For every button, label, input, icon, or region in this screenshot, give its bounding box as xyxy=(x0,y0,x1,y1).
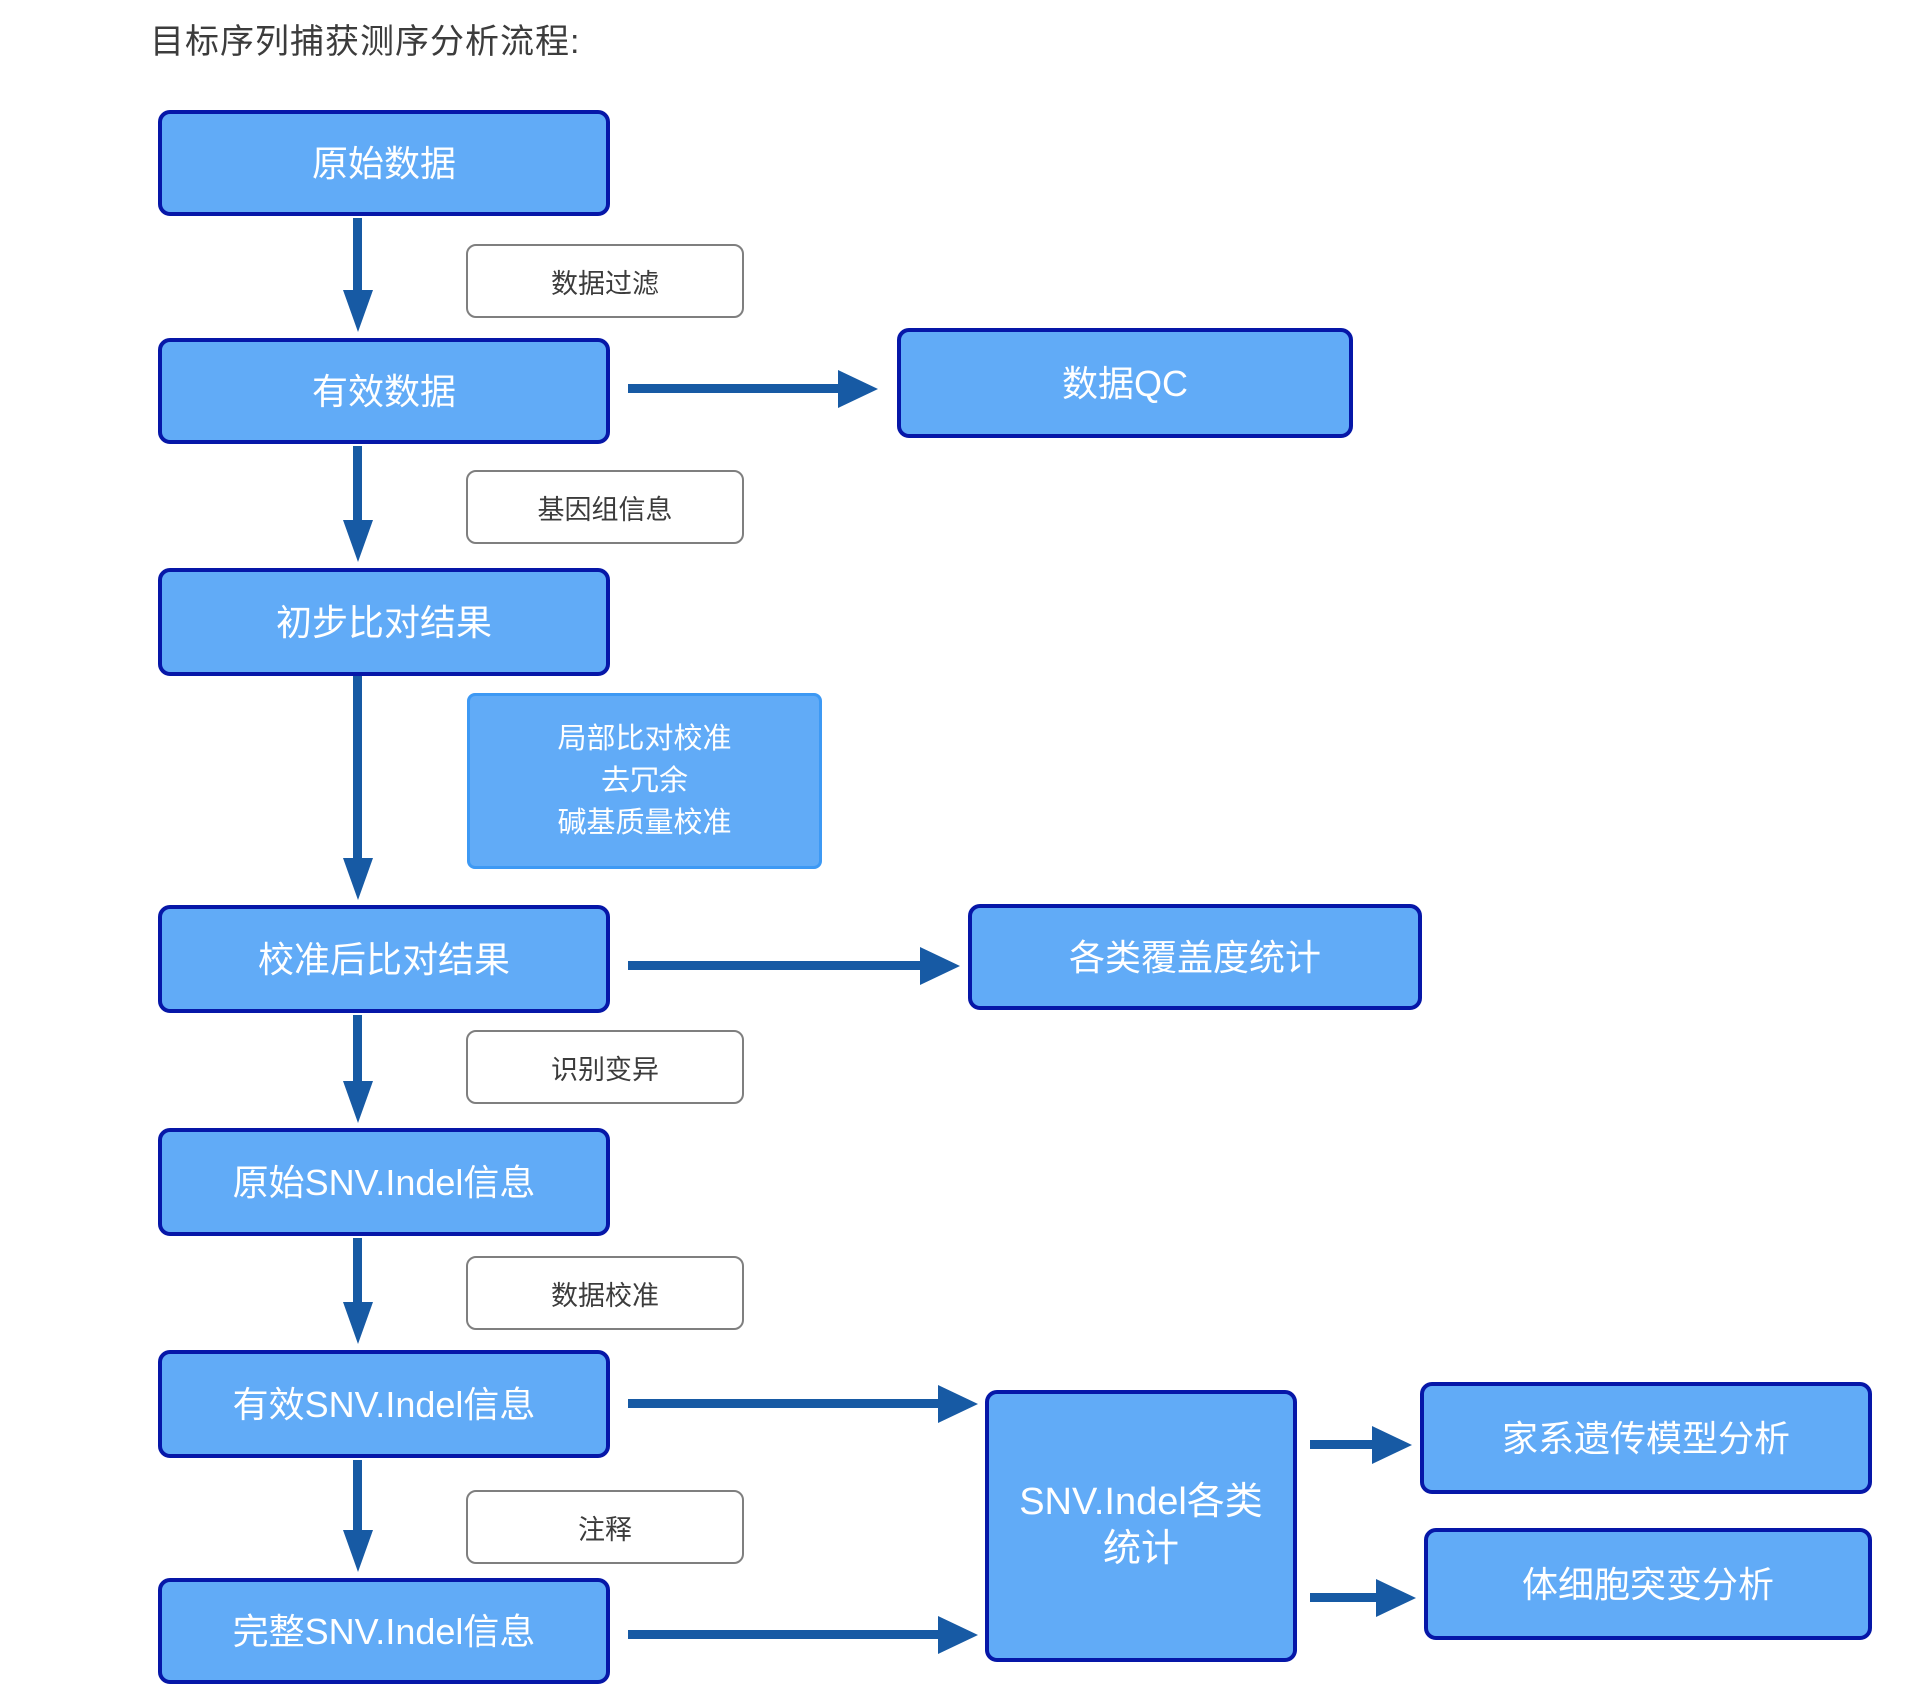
arrow-rawsnv-to-validsnv xyxy=(343,1238,373,1344)
step-label-data-filter-text: 数据过滤 xyxy=(551,268,659,299)
arrow-head xyxy=(1372,1426,1412,1464)
arrow-line xyxy=(353,446,362,522)
node-complete-snv: 完整SNV.Indel信息 xyxy=(158,1578,610,1684)
node-snv-stats-label: SNV.Indel各类统计 xyxy=(1019,1480,1263,1571)
arrow-snvstats-to-family xyxy=(1310,1426,1412,1464)
arrow-line xyxy=(628,1399,942,1408)
arrow-line xyxy=(353,1015,362,1083)
arrow-head xyxy=(343,858,373,900)
step-label-local-calibration-line1: 局部比对校准 xyxy=(557,722,732,755)
node-valid-data: 有效数据 xyxy=(158,338,610,444)
step-label-local-calibration: 局部比对校准 去冗余 碱基质量校准 xyxy=(467,693,822,869)
node-data-qc-label: 数据QC xyxy=(1061,362,1188,404)
node-calib-align-label: 校准后比对结果 xyxy=(257,938,510,980)
arrow-head xyxy=(343,1081,373,1123)
arrow-calib-to-coverage xyxy=(628,947,960,985)
step-label-local-calibration-line3: 碱基质量校准 xyxy=(557,807,732,840)
node-raw-data-label: 原始数据 xyxy=(311,142,456,184)
arrow-raw-to-valid xyxy=(343,218,373,332)
arrow-calib-to-rawsnv xyxy=(343,1015,373,1123)
arrow-completesnv-to-snvstats xyxy=(628,1616,978,1654)
node-coverage-stats: 各类覆盖度统计 xyxy=(968,904,1422,1010)
arrow-validsnv-to-completesnv xyxy=(343,1460,373,1572)
arrow-prelim-to-calib xyxy=(343,676,373,900)
arrow-line xyxy=(628,384,842,393)
node-raw-data: 原始数据 xyxy=(158,110,610,216)
arrow-line xyxy=(353,1238,362,1304)
step-label-data-calib: 数据校准 xyxy=(466,1256,744,1330)
arrow-head xyxy=(343,1530,373,1572)
node-valid-snv: 有效SNV.Indel信息 xyxy=(158,1350,610,1458)
step-label-annotation: 注释 xyxy=(466,1490,744,1564)
node-raw-snv-label: 原始SNV.Indel信息 xyxy=(232,1161,536,1203)
arrow-head xyxy=(1376,1579,1416,1617)
node-data-qc: 数据QC xyxy=(897,328,1353,438)
arrow-head xyxy=(343,1302,373,1344)
arrow-head xyxy=(343,520,373,562)
node-coverage-stats-label: 各类覆盖度统计 xyxy=(1068,936,1321,978)
step-label-genome-info-text: 基因组信息 xyxy=(537,494,673,525)
arrow-head xyxy=(938,1385,978,1423)
node-snv-stats: SNV.Indel各类统计 xyxy=(985,1390,1297,1662)
step-label-variant-calling: 识别变异 xyxy=(466,1030,744,1104)
arrow-valid-to-qc xyxy=(628,370,878,408)
arrow-validsnv-to-snvstats xyxy=(628,1385,978,1423)
node-somatic-mutation-label: 体细胞突变分析 xyxy=(1521,1563,1774,1605)
node-valid-snv-label: 有效SNV.Indel信息 xyxy=(232,1383,536,1425)
arrow-head xyxy=(343,290,373,332)
arrow-line xyxy=(353,1460,362,1532)
node-raw-snv: 原始SNV.Indel信息 xyxy=(158,1128,610,1236)
node-family-model-label: 家系遗传模型分析 xyxy=(1501,1417,1790,1459)
step-label-variant-calling-text: 识别变异 xyxy=(551,1054,659,1085)
arrow-line xyxy=(1310,1593,1380,1602)
step-label-annotation-text: 注释 xyxy=(578,1514,632,1545)
arrow-line xyxy=(628,961,924,970)
node-family-model: 家系遗传模型分析 xyxy=(1420,1382,1872,1494)
node-calib-align: 校准后比对结果 xyxy=(158,905,610,1013)
arrow-line xyxy=(1310,1440,1376,1449)
node-complete-snv-label: 完整SNV.Indel信息 xyxy=(232,1610,536,1652)
arrow-head xyxy=(920,947,960,985)
arrow-line xyxy=(628,1630,942,1639)
arrow-line xyxy=(353,676,362,860)
arrow-valid-to-prelim xyxy=(343,446,373,562)
arrow-line xyxy=(353,218,362,292)
node-valid-data-label: 有效数据 xyxy=(311,370,456,412)
step-label-data-calib-text: 数据校准 xyxy=(551,1280,659,1311)
arrow-snvstats-to-somatic xyxy=(1310,1579,1416,1617)
diagram-title: 目标序列捕获测序分析流程: xyxy=(150,23,581,61)
node-somatic-mutation: 体细胞突变分析 xyxy=(1424,1528,1872,1640)
step-label-data-filter: 数据过滤 xyxy=(466,244,744,318)
node-prelim-align: 初步比对结果 xyxy=(158,568,610,676)
arrow-head xyxy=(838,370,878,408)
step-label-genome-info: 基因组信息 xyxy=(466,470,744,544)
step-label-local-calibration-line2: 去冗余 xyxy=(600,764,688,797)
node-prelim-align-label: 初步比对结果 xyxy=(275,601,492,643)
arrow-head xyxy=(938,1616,978,1654)
